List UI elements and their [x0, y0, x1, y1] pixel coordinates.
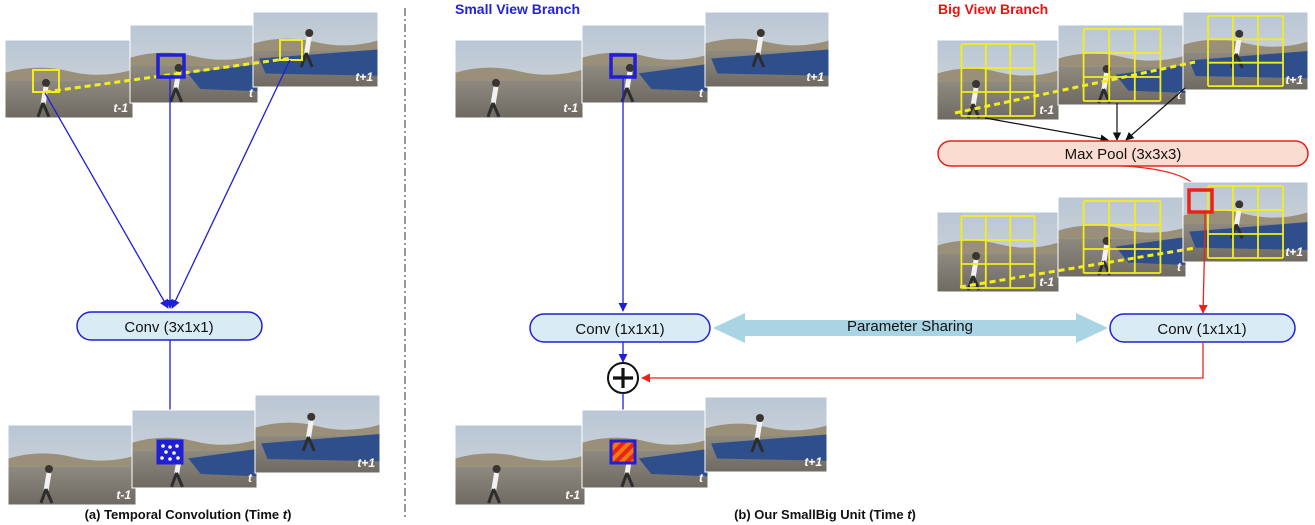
video-frame: t — [1057, 24, 1187, 106]
big-branch-title: Big View Branch — [938, 1, 1048, 17]
big-branch-region-box — [1187, 188, 1214, 214]
small-conv-label: Conv (1x1x1) — [575, 321, 664, 338]
video-frame: t-1 — [454, 39, 584, 119]
temporal-path-line — [44, 56, 293, 94]
video-frame: t-1 — [7, 424, 137, 506]
region-box-t-1 — [32, 69, 60, 93]
output-cell-smallbig — [609, 439, 637, 465]
video-frame: t+1 — [252, 11, 379, 88]
left-output-frames: t-1 t t+1 — [7, 394, 381, 506]
frame-time-label: t — [699, 471, 704, 485]
video-frame: t+1 — [254, 394, 381, 474]
arrow-pooled-to-conv — [1198, 212, 1208, 314]
maxpool-label: Max Pool (3x3x3) — [1065, 146, 1182, 163]
video-frame: t+1 — [1182, 11, 1309, 91]
conv-3x1x1-label: Conv (3x1x1) — [124, 319, 213, 336]
arrow-big-conv-to-sum — [641, 342, 1204, 383]
small-branch-region-box — [609, 53, 637, 79]
left-caption: (a) Temporal Convolution (Time t) — [85, 507, 292, 522]
frame-time-label: t — [1177, 260, 1182, 274]
right-caption: (b) Our SmallBig Unit (Time t) — [734, 507, 916, 522]
frame-time-label: t+1 — [355, 70, 373, 84]
arrow-t+1-to-conv — [171, 59, 291, 309]
frame-time-label: t — [249, 86, 254, 100]
video-frame: t — [581, 409, 709, 489]
big-branch-pooled-frames: t-1 t t+1 — [936, 181, 1309, 293]
frame-time-label: t — [1177, 88, 1182, 102]
big-branch-input-frames: t-1 t t+1 — [936, 11, 1309, 121]
video-frame: t-1 — [454, 424, 586, 506]
frame-time-label: t+1 — [804, 455, 822, 469]
frame-time-label: t — [248, 471, 253, 485]
video-frame: t — [581, 24, 709, 104]
video-frame: t+1 — [704, 11, 830, 88]
output-cell-dots — [160, 444, 180, 461]
frame-time-label: t-1 — [1039, 275, 1054, 289]
frame-time-label: t — [699, 86, 704, 100]
region-box-t — [156, 53, 186, 79]
arrow-big-t-1-to-pool — [984, 117, 1109, 143]
big-input-temporal-path — [954, 60, 1196, 115]
video-frame: t+1 — [704, 396, 828, 473]
video-frame: t — [1057, 196, 1187, 278]
frame-time-label: t-1 — [1039, 103, 1054, 117]
video-frame: t+1 — [1182, 181, 1309, 263]
frame-time-label: t-1 — [116, 488, 131, 502]
parameter-sharing-label: Parameter Sharing — [847, 318, 973, 335]
small-branch-title: Small View Branch — [455, 1, 580, 17]
parameter-sharing-arrow — [713, 313, 1108, 343]
arrow-t-1-to-conv — [44, 92, 169, 309]
video-frame: t-1 — [936, 211, 1060, 293]
smallbig-output-frames: t-1 t t+1 — [454, 396, 828, 506]
arrow-big-t+1-to-pool — [1125, 87, 1186, 141]
video-frame: t — [131, 409, 258, 489]
frame-time-label: t-1 — [113, 101, 128, 115]
frame-time-label: t-1 — [563, 101, 578, 115]
small-conv-box — [529, 313, 711, 343]
small-branch-input-frames: t-1 t t+1 — [454, 11, 830, 119]
frame-time-label: t+1 — [357, 456, 375, 470]
video-frame: t-1 — [936, 39, 1060, 121]
big-conv-label: Conv (1x1x1) — [1157, 321, 1246, 338]
video-frame: t-1 — [4, 39, 134, 119]
video-frame: t — [129, 24, 259, 104]
frame-time-label: t+1 — [806, 70, 824, 84]
frame-time-label: t+1 — [1285, 245, 1303, 259]
region-box-t+1 — [279, 39, 303, 61]
frame-time-label: t-1 — [565, 488, 580, 502]
frame-time-label: t+1 — [1285, 73, 1303, 87]
left-input-frames: t-1 t t+1 — [4, 11, 379, 119]
